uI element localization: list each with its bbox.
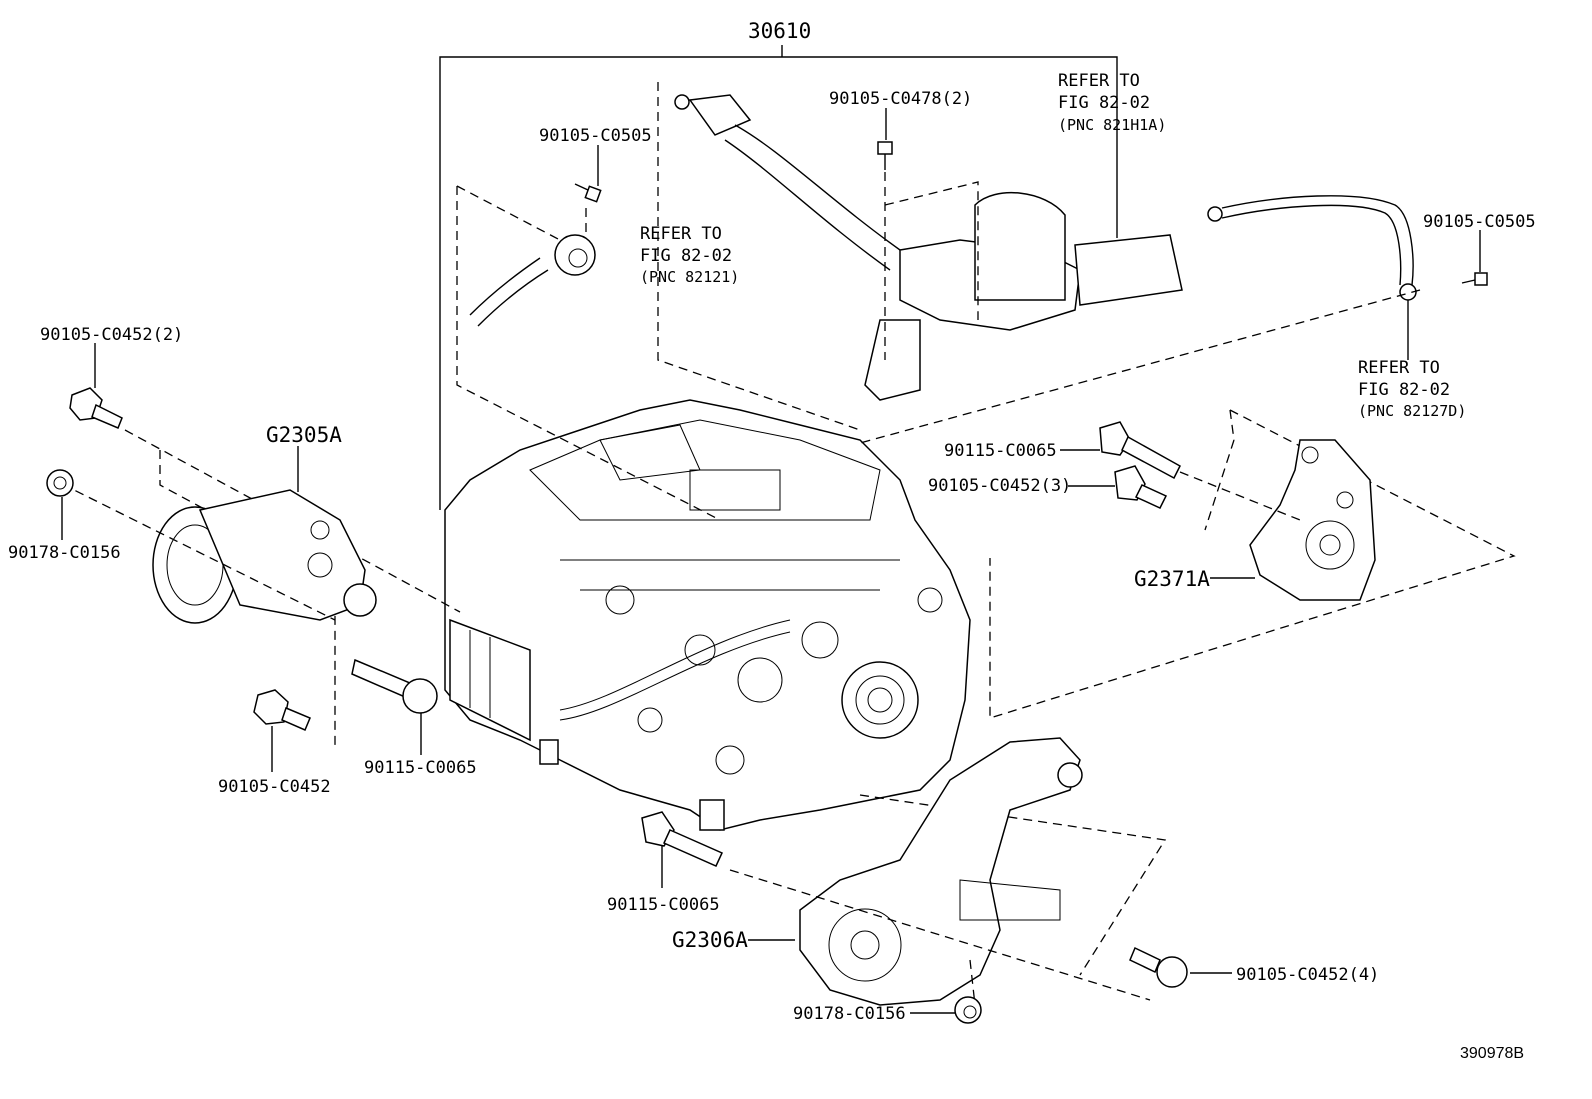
leader-lines (61, 108, 1481, 1014)
mount-left-g2305a (61, 429, 461, 750)
mount-label-left: G2305A (266, 423, 342, 447)
reference-right-line2: FIG 82-02 (1358, 380, 1450, 400)
part-label-bottom-right-bolt: 90105-C0452(4) (1236, 965, 1379, 985)
reference-top-right-line2: FIG 82-02 (1058, 93, 1150, 113)
mount-label-bottom: G2306A (672, 928, 748, 952)
bolt-icon (1114, 465, 1168, 509)
mount-label-right: G2371A (1134, 567, 1210, 591)
reference-upper-left-line1: REFER TO (640, 224, 722, 244)
nut-icon (46, 469, 74, 497)
part-label-bottom-long-bolt: 90115-C0065 (607, 895, 720, 915)
reference-upper-left-line2: FIG 82-02 (640, 246, 732, 266)
mount-right-g2371a (989, 409, 1516, 719)
part-labels: 90105-C0478(2) 90105-C0505 90105-C0505 9… (8, 71, 1536, 1062)
reference-top-right-line3: (PNC 821H1A) (1058, 116, 1166, 134)
part-label-left-upper-bolt: 90105-C0452(2) (40, 325, 183, 345)
cable-right (859, 195, 1421, 444)
reference-right-line3: (PNC 82127D) (1358, 402, 1466, 420)
part-label-upper-left-bolt: 90105-C0505 (539, 126, 652, 146)
bolt-icon (1099, 421, 1181, 480)
hv-cable-top (657, 82, 1183, 431)
mount-bottom-g2306a (729, 737, 1167, 1006)
part-label-bottom-nut: 90178-C0156 (793, 1004, 906, 1024)
assembly-callout-30610: 30610 (439, 19, 1118, 510)
part-label-right-long-bolt: 90115-C0065 (944, 441, 1057, 461)
nut-icon (954, 996, 982, 1024)
figure-code-label: 390978B (1460, 1045, 1524, 1062)
bolt-icon (253, 689, 311, 731)
part-label-left-lower-bolt: 90105-C0452 (218, 777, 331, 797)
reference-top-right-line1: REFER TO (1058, 71, 1140, 91)
part-label-left-nut: 90178-C0156 (8, 543, 121, 563)
assembly-number-label: 30610 (748, 19, 811, 43)
part-label-top-center-bolt: 90105-C0478(2) (829, 89, 972, 109)
inverter-transaxle-assembly (444, 399, 971, 831)
cable-end-upper-left (456, 185, 721, 521)
bolt-icon (1461, 272, 1488, 286)
part-label-left-long-bolt: 90115-C0065 (364, 758, 477, 778)
bolt-icon (351, 658, 438, 714)
reference-upper-left-line3: (PNC 82121) (640, 268, 739, 286)
part-label-right-mid-bolt: 90105-C0452(3) (928, 476, 1071, 496)
fasteners (46, 141, 1488, 1024)
bolt-icon (574, 183, 602, 203)
bolt-icon (641, 811, 724, 867)
bolt-icon (877, 141, 893, 360)
reference-right-line1: REFER TO (1358, 358, 1440, 378)
part-label-right-cable-bolt: 90105-C0505 (1423, 212, 1536, 232)
bolt-icon (1129, 946, 1188, 988)
bolt-icon (69, 387, 123, 429)
